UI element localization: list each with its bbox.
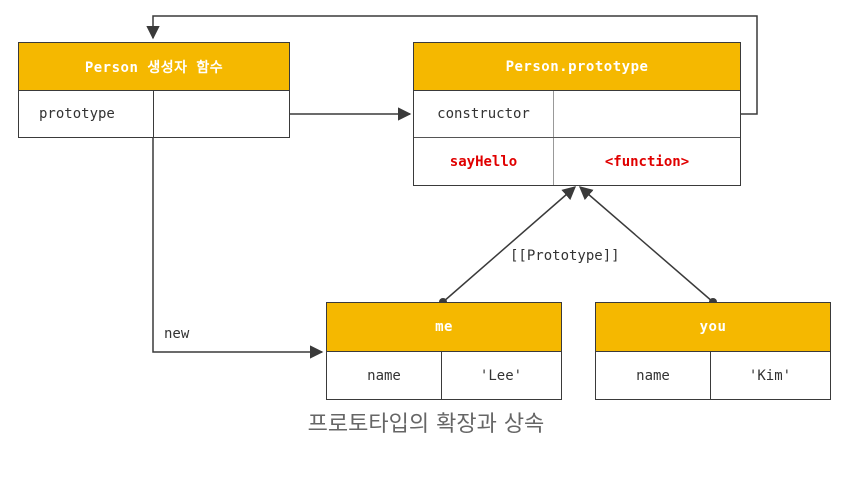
you-instance-box: you name 'Kim' [595, 302, 831, 400]
prototype-property-name: prototype [39, 106, 115, 122]
me-divider [441, 352, 442, 399]
you-name-value: 'Kim' [748, 367, 792, 384]
person-constructor-title: Person 생성자 함수 [19, 43, 289, 91]
sayhello-method-value: <function> [604, 153, 690, 170]
person-prototype-row-divider [414, 137, 740, 138]
person-prototype-title: Person.prototype [414, 43, 740, 91]
you-name-key: name [636, 367, 670, 384]
you-divider [710, 352, 711, 399]
me-instance-box: me name 'Lee' [326, 302, 562, 400]
you-title: you [596, 303, 830, 352]
me-prototype-arrow [442, 186, 577, 303]
you-prototype-arrow [578, 186, 714, 303]
new-label: new [164, 326, 190, 342]
sayhello-method-name: sayHello [449, 153, 518, 170]
me-name-value: 'Lee' [479, 367, 523, 384]
me-title: me [327, 303, 561, 352]
person-prototype-divider [553, 91, 554, 185]
new-arrow [152, 133, 324, 359]
constructor-property-name: constructor [437, 106, 530, 122]
me-name-key: name [367, 367, 401, 384]
person-prototype-box: Person.prototype constructor sayHello <f… [413, 42, 741, 186]
person-constructor-box: Person 생성자 함수 prototype [18, 42, 290, 138]
diagram-caption: 프로토타입의 확장과 상속 [307, 412, 545, 437]
person-constructor-divider [153, 91, 154, 137]
prototype-link-label: [[Prototype]] [510, 248, 620, 264]
